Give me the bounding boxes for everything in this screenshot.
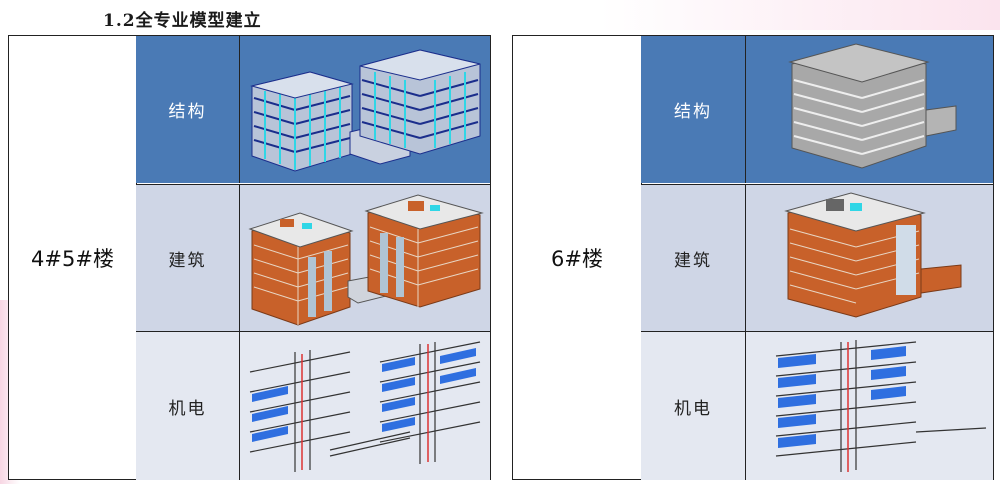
row-mep: 机电 [136,331,490,480]
background-tint-top [0,0,1000,30]
discipline-label: 机电 [641,332,746,480]
row-architecture: 建筑 [641,184,993,331]
discipline-label: 结构 [136,36,240,183]
row-mep: 机电 [641,331,993,480]
building-label: 4#5#楼 [9,36,137,479]
discipline-label: 机电 [136,332,240,480]
panel-4-5: 4#5#楼 结构 [8,35,491,480]
mep-model-image [746,332,993,480]
row-structure: 结构 [641,36,993,183]
row-architecture: 建筑 [136,184,490,331]
slide-title: 1.2全专业模型建立 [103,11,262,31]
architecture-model-image [746,185,993,331]
panel-6: 6#楼 结构 建筑 [512,35,994,480]
building-label: 6#楼 [513,36,642,479]
discipline-label: 建筑 [641,185,746,331]
row-structure: 结构 [136,36,490,183]
discipline-label: 结构 [641,36,746,183]
mep-model-image [240,332,490,480]
architecture-model-image [240,185,490,331]
discipline-label: 建筑 [136,185,240,331]
structure-model-image [746,36,993,183]
structure-model-image [240,36,490,183]
